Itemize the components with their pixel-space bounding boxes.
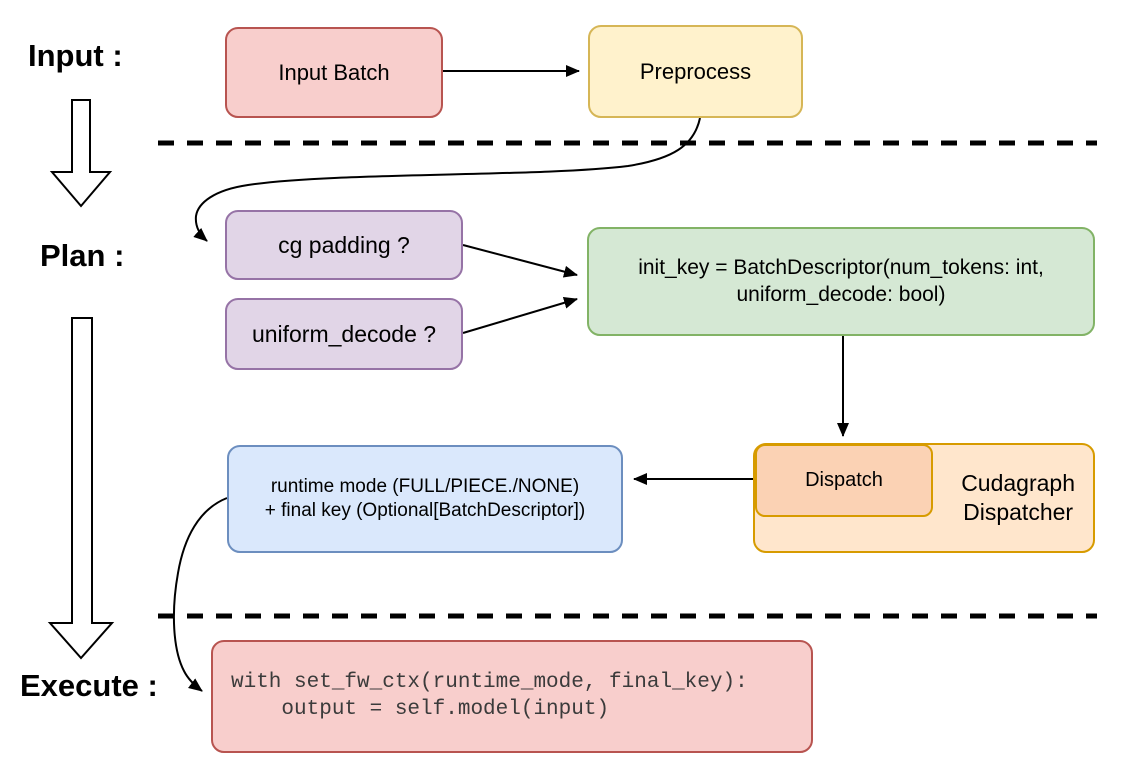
- arrow-cg-padding-to-init-key: [462, 244, 578, 278]
- arrow-uniform-decode-to-init-key: [462, 296, 578, 334]
- node-uniform-decode: uniform_decode ?: [225, 298, 463, 370]
- node-execute-code: with set_fw_ctx(runtime_mode, final_key)…: [211, 640, 813, 753]
- node-init-key-line1: init_key = BatchDescriptor(num_tokens: i…: [638, 256, 1044, 280]
- node-dispatch: Dispatch: [755, 444, 933, 517]
- node-cg-padding: cg padding ?: [225, 210, 463, 280]
- node-cudagraph-dispatcher-line2: Dispatcher: [963, 499, 1074, 525]
- node-preprocess-label: Preprocess: [639, 58, 752, 84]
- node-cudagraph-dispatcher-line1: Cudagraph: [961, 470, 1075, 497]
- node-execute-code-line1: with set_fw_ctx(runtime_mode, final_key)…: [231, 671, 748, 695]
- node-uniform-decode-label: uniform_decode ?: [251, 320, 437, 347]
- node-input-batch: Input Batch: [225, 27, 443, 118]
- node-input-batch-label: Input Batch: [278, 59, 390, 85]
- stage-label-plan: Plan :: [40, 238, 125, 273]
- stage-label-execute: Execute :: [20, 668, 158, 703]
- node-cg-padding-label: cg padding ?: [278, 231, 410, 258]
- node-init-key: init_key = BatchDescriptor(num_tokens: i…: [587, 227, 1095, 336]
- node-preprocess: Preprocess: [588, 25, 803, 118]
- node-runtime-mode-line2: + final key (Optional[BatchDescriptor]): [264, 500, 586, 521]
- stage-label-input: Input :: [28, 38, 123, 73]
- node-runtime-mode: runtime mode (FULL/PIECE./NONE) + final …: [227, 445, 623, 553]
- stage-arrow-plan-to-execute-icon: [47, 317, 115, 660]
- node-dispatch-label: Dispatch: [805, 469, 883, 491]
- stage-arrow-input-to-plan-icon: [49, 99, 113, 208]
- node-init-key-line2: uniform_decode: bool): [736, 282, 946, 306]
- node-execute-code-line2: output = self.model(input): [231, 697, 610, 721]
- node-runtime-mode-line1: runtime mode (FULL/PIECE./NONE): [270, 476, 580, 498]
